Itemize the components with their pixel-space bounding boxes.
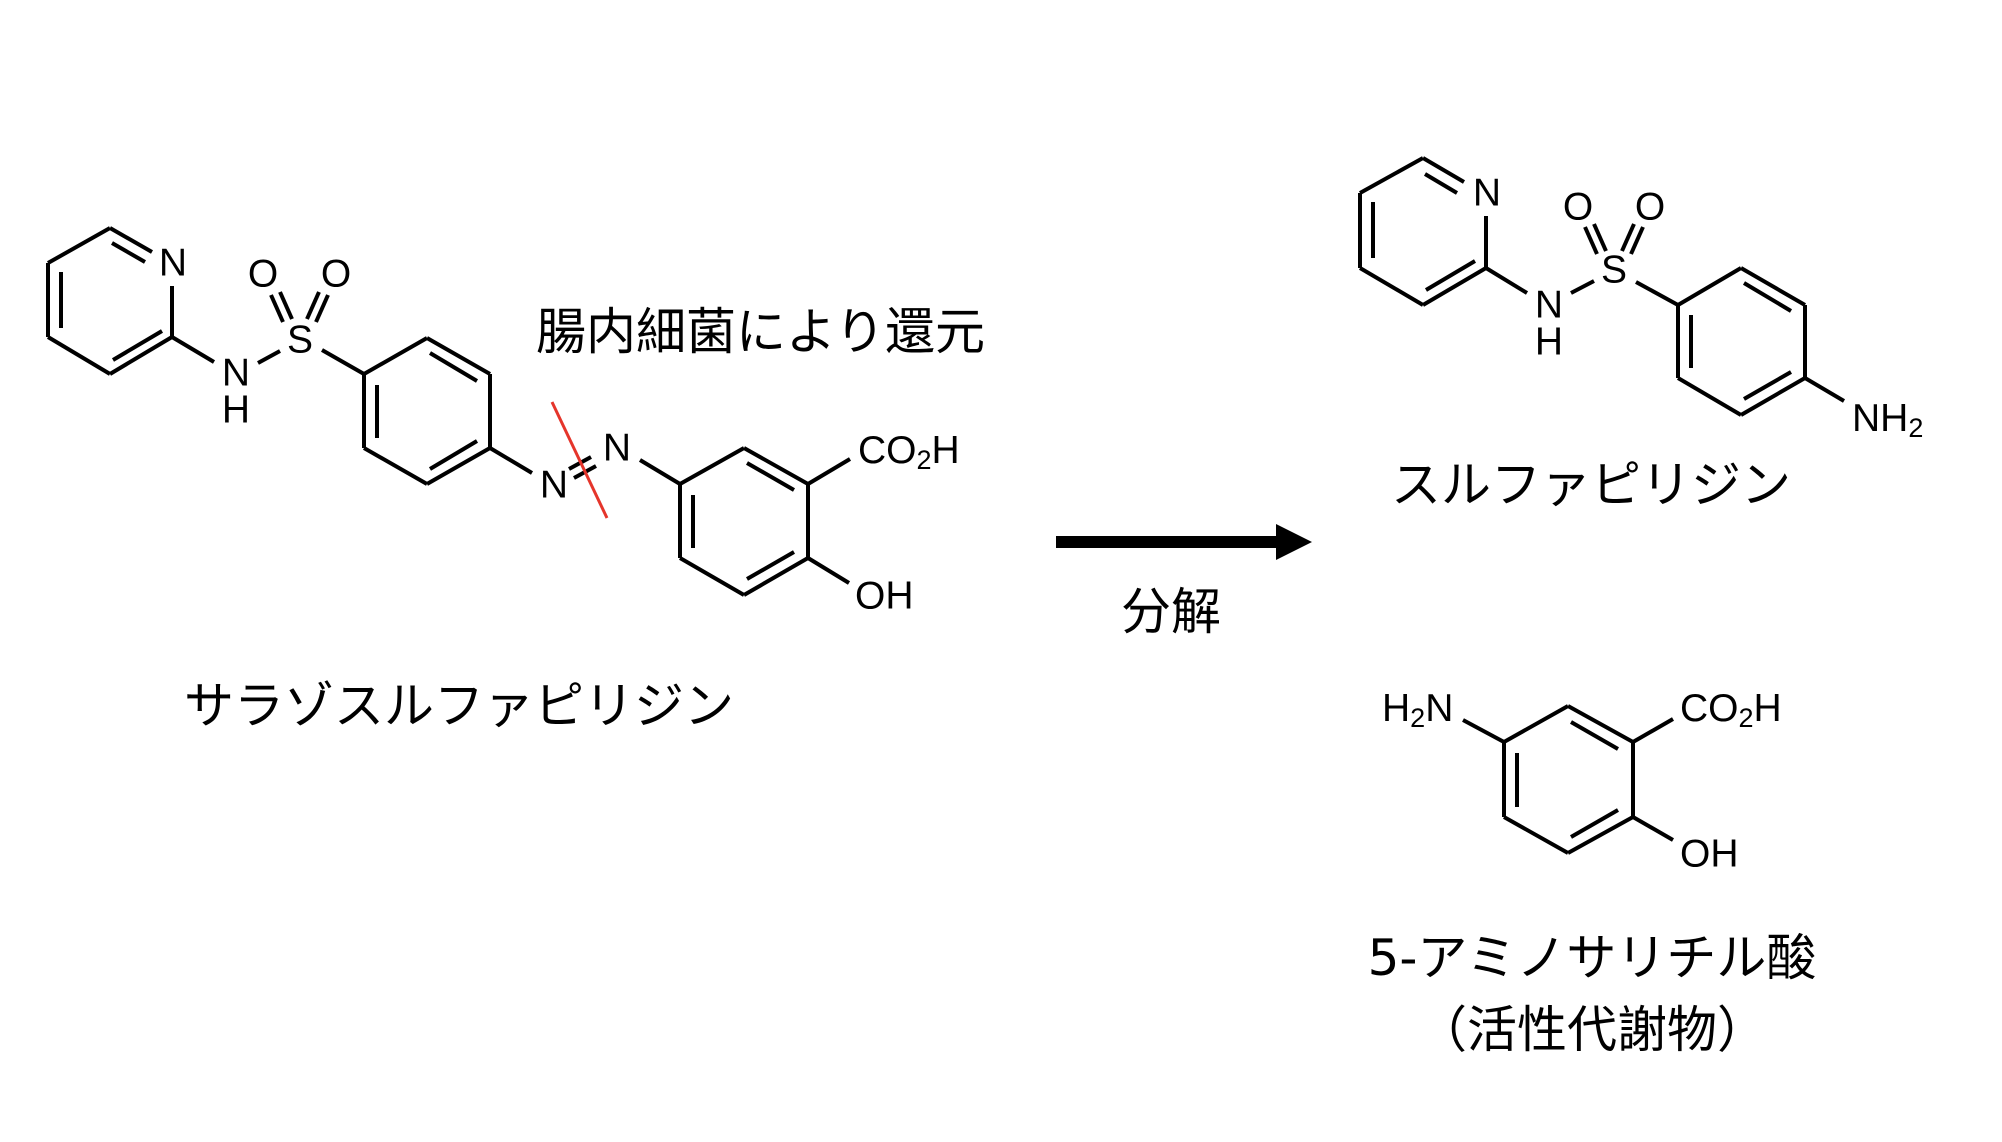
bond — [1629, 226, 1645, 255]
bond — [257, 349, 281, 365]
bond — [1635, 280, 1679, 307]
bond-inner — [1743, 370, 1792, 401]
bond — [1503, 815, 1569, 855]
bond — [108, 335, 174, 376]
bond-inner — [1742, 281, 1793, 313]
bond — [638, 458, 682, 486]
pyridine-ring — [46, 226, 174, 376]
bond — [678, 556, 746, 597]
bond-inner — [1423, 172, 1459, 195]
bond-inner — [428, 351, 479, 383]
bond — [314, 294, 330, 323]
product-1-name: スルファピリジン — [1391, 456, 1791, 514]
atom-label-o: O — [248, 253, 278, 296]
bond — [488, 446, 534, 475]
bond — [1632, 815, 1674, 842]
bond — [46, 335, 112, 376]
atom-label-n: N — [159, 242, 187, 285]
reactant-structure: N N H S O O N N — [46, 226, 960, 618]
salicylic-ring — [678, 446, 810, 597]
bond-inner — [1570, 808, 1619, 839]
atom-label-h: H — [1535, 321, 1563, 364]
bond — [363, 446, 428, 486]
atom-label-o: O — [1563, 186, 1593, 229]
bond — [1421, 266, 1488, 307]
bond — [1676, 266, 1743, 307]
atom-label-n: N — [603, 427, 631, 470]
bond-inner — [746, 550, 795, 581]
bond — [305, 291, 321, 320]
cleavage-mark — [550, 401, 609, 519]
bond-inner — [428, 439, 479, 471]
atom-label-n: N — [540, 464, 568, 507]
atom-label-carboxyl: CO2H — [1680, 687, 1782, 734]
bond — [1421, 156, 1466, 184]
bond — [1592, 223, 1608, 252]
bond — [170, 335, 216, 364]
atom-label-hydroxyl: OH — [1680, 833, 1739, 876]
atom-label-n: N — [1535, 284, 1563, 327]
product-1-structure: N N H S O O NH2 — [1358, 156, 1923, 444]
bond — [806, 457, 852, 486]
benzene-ring — [1502, 704, 1635, 855]
bond — [1484, 266, 1529, 295]
benzene-ring — [1676, 266, 1807, 417]
bond — [269, 294, 285, 323]
atom-label-hydroxyl: OH — [855, 575, 914, 618]
atom-label-amine: NH2 — [1852, 397, 1923, 444]
atom-label-h: H — [222, 389, 250, 432]
bond — [1567, 815, 1634, 855]
bond — [47, 226, 111, 265]
bond — [1676, 376, 1743, 417]
atom-label-n: N — [1473, 172, 1501, 215]
atom-label-carboxyl: CO2H — [858, 429, 960, 476]
bond — [321, 348, 365, 376]
product-2-name: 5-アミノサリチル酸 — [1368, 929, 1817, 987]
bond — [742, 556, 810, 597]
bond-inner — [111, 329, 164, 362]
bond — [1632, 717, 1674, 744]
bond — [679, 446, 745, 486]
product-2-structure: H2N CO2H OH — [1382, 687, 1782, 876]
bond — [1739, 266, 1807, 307]
bond-inner — [111, 241, 146, 264]
bond — [1567, 704, 1634, 744]
atom-label-s: S — [1601, 249, 1627, 292]
atom-label-o: O — [321, 253, 351, 296]
bond — [363, 336, 428, 376]
atom-label-s: S — [287, 319, 313, 362]
pyridine-ring — [1358, 156, 1488, 307]
reactant-name: サラゾスルファピリジン — [184, 677, 734, 735]
bond — [1359, 156, 1424, 195]
benzene-ring — [362, 336, 492, 486]
bond-inner — [1570, 720, 1619, 751]
arrow-right-icon — [1056, 524, 1312, 560]
bond — [278, 291, 294, 320]
bond — [743, 446, 809, 486]
reaction-label: 分解 — [1121, 583, 1221, 641]
bond-inner — [746, 461, 795, 492]
bond — [806, 556, 851, 585]
atom-label-amine: H2N — [1382, 687, 1453, 734]
bond — [1358, 266, 1425, 307]
bond — [1503, 704, 1569, 744]
bond-inner — [1424, 259, 1477, 292]
bond — [426, 336, 491, 376]
bond — [1462, 718, 1505, 744]
atom-label-o: O — [1635, 186, 1665, 229]
bond — [1620, 223, 1636, 252]
bond — [1739, 376, 1807, 417]
bond — [426, 446, 491, 486]
product-2-note: （活性代謝物） — [1417, 1001, 1767, 1059]
bond — [109, 226, 153, 254]
bond — [1570, 279, 1595, 295]
atom-label-n: N — [222, 352, 250, 395]
bond — [1803, 376, 1846, 403]
bond — [1583, 226, 1599, 255]
reduction-annotation: 腸内細菌により還元 — [536, 303, 985, 361]
